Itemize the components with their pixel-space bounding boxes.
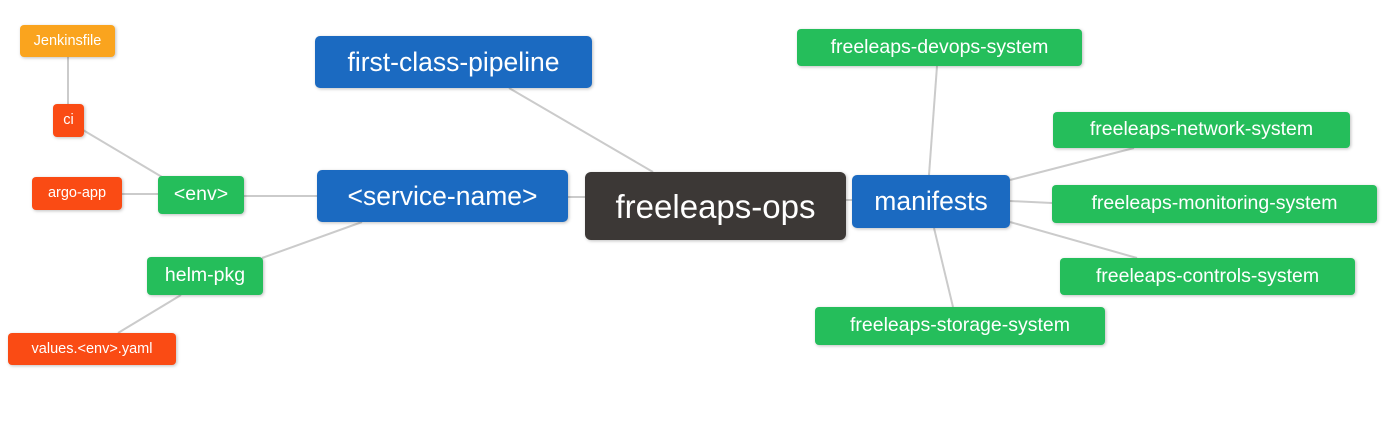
edge-helm-service bbox=[261, 221, 363, 259]
edge-values-helm bbox=[117, 294, 182, 334]
node-helm-pkg[interactable]: helm-pkg bbox=[147, 257, 263, 295]
node-freeleaps-controls-system[interactable]: freeleaps-controls-system bbox=[1060, 258, 1355, 295]
edge-ci-env bbox=[82, 129, 163, 178]
edge-manifests-controls bbox=[1009, 221, 1138, 259]
edge-manifests-devops bbox=[928, 65, 938, 176]
node-freeleaps-network-system[interactable]: freeleaps-network-system bbox=[1053, 112, 1350, 148]
node-values-env-yaml[interactable]: values.<env>.yaml bbox=[8, 333, 176, 365]
edge-fcp-root bbox=[508, 87, 654, 173]
node-freeleaps-ops-root[interactable]: freeleaps-ops bbox=[585, 172, 846, 240]
node-service-name[interactable]: <service-name> bbox=[317, 170, 568, 222]
edge-manifests-monitoring bbox=[1009, 200, 1053, 204]
node-freeleaps-storage-system[interactable]: freeleaps-storage-system bbox=[815, 307, 1105, 345]
node-ci[interactable]: ci bbox=[53, 104, 84, 137]
node-env[interactable]: <env> bbox=[158, 176, 244, 214]
node-first-class-pipeline[interactable]: first-class-pipeline bbox=[315, 36, 592, 88]
node-argo-app[interactable]: argo-app bbox=[32, 177, 122, 210]
node-jenkinsfile[interactable]: Jenkinsfile bbox=[20, 25, 115, 57]
edge-manifests-storage bbox=[933, 227, 954, 308]
edge-manifests-network bbox=[1009, 147, 1135, 181]
node-manifests[interactable]: manifests bbox=[852, 175, 1010, 228]
node-freeleaps-monitoring-system[interactable]: freeleaps-monitoring-system bbox=[1052, 185, 1377, 223]
node-freeleaps-devops-system[interactable]: freeleaps-devops-system bbox=[797, 29, 1082, 66]
